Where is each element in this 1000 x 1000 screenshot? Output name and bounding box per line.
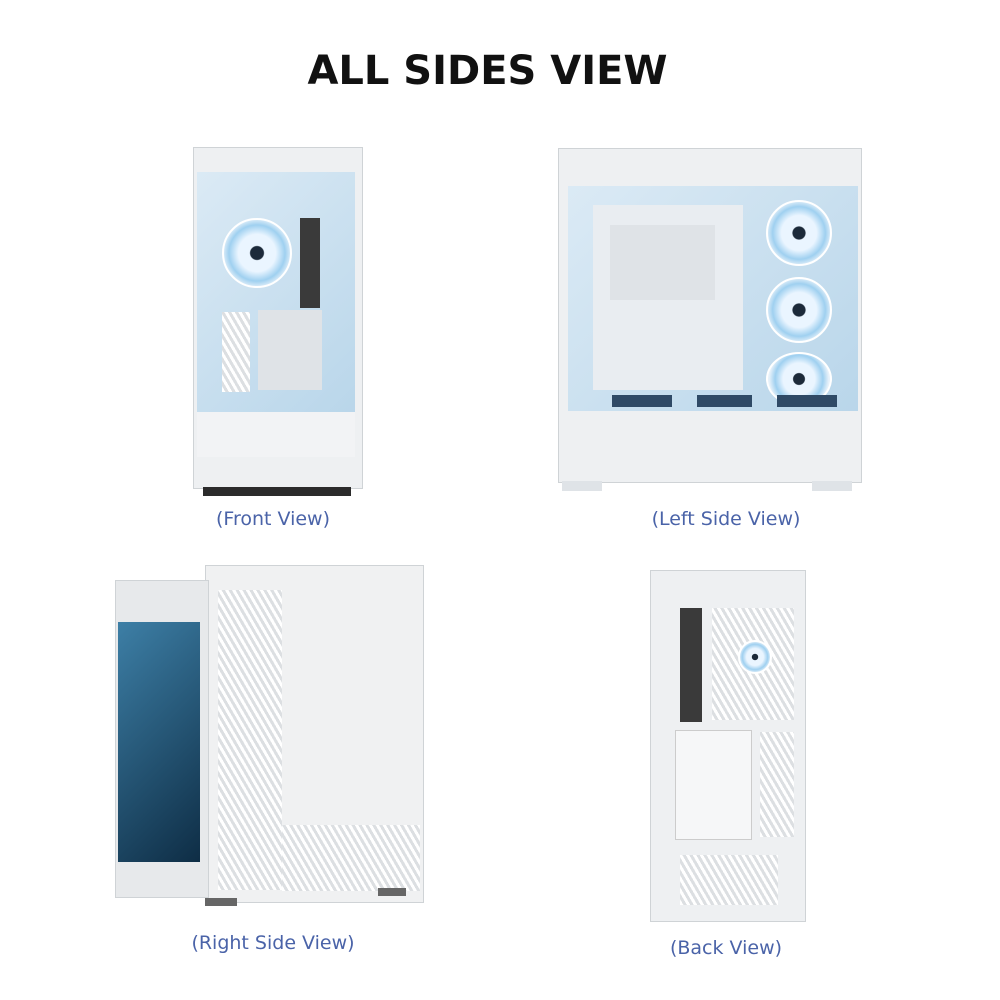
fan-icon [738, 640, 772, 674]
back-view-caption: (Back View) [669, 937, 783, 959]
fan-icon [766, 200, 832, 266]
front-view-caption: (Front View) [215, 508, 330, 530]
right-side-view-caption: (Right Side View) [191, 932, 355, 954]
page-title: ALL SIDES VIEW [307, 48, 668, 94]
fan-icon [766, 277, 832, 343]
left-side-view-caption: (Left Side View) [651, 508, 801, 530]
fan-icon [222, 218, 292, 288]
